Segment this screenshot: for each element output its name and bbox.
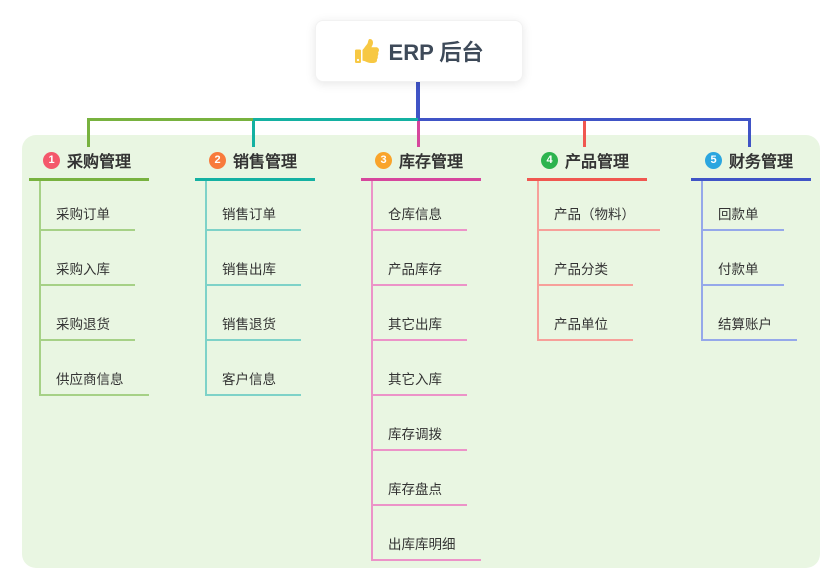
branch-label: 销售管理	[233, 154, 298, 171]
child-node-label: 回款单	[718, 207, 759, 222]
child-node[interactable]: 销售出库	[207, 231, 301, 286]
child-node[interactable]: 销售退货	[207, 286, 301, 341]
child-node-label: 销售订单	[222, 207, 276, 222]
child-node-label: 出库库明细	[388, 537, 456, 552]
branch-finance: 5 财务管理 回款单付款单结算账户	[691, 148, 821, 341]
badge-4: 4	[541, 151, 558, 169]
branch-title-inventory[interactable]: 3 库存管理	[361, 148, 481, 181]
child-node[interactable]: 采购订单	[41, 181, 135, 231]
root-connector-line	[416, 81, 420, 119]
child-node[interactable]: 产品单位	[539, 286, 633, 341]
child-node-label: 产品单位	[554, 317, 608, 332]
child-node-label: 销售退货	[222, 317, 276, 332]
child-node[interactable]: 采购入库	[41, 231, 135, 286]
child-node-label: 客户信息	[222, 372, 276, 387]
child-node[interactable]: 采购退货	[41, 286, 135, 341]
child-node-label: 库存盘点	[388, 482, 442, 497]
child-node-label: 供应商信息	[56, 372, 124, 387]
child-node[interactable]: 出库库明细	[373, 506, 481, 561]
connector-segment-teal	[253, 118, 418, 121]
branch-drop-line-3	[417, 118, 420, 147]
badge-1: 1	[43, 151, 60, 169]
child-node[interactable]: 其它入库	[373, 341, 467, 396]
badge-2: 2	[209, 151, 226, 169]
branch-children-product: 产品（物料） 产品分类产品单位	[537, 181, 660, 341]
branch-children-inventory: 仓库信息产品库存其它出库其它入库库存调拨库存盘点出库库明细	[371, 181, 491, 561]
branch-purchase: 1 采购管理 采购订单采购入库采购退货供应商信息	[29, 148, 159, 396]
child-node[interactable]: 产品（物料）	[539, 181, 660, 231]
branch-title-finance[interactable]: 5 财务管理	[691, 148, 811, 181]
child-node[interactable]: 付款单	[703, 231, 784, 286]
branch-title-purchase[interactable]: 1 采购管理	[29, 148, 149, 181]
child-node-label: 产品分类	[554, 262, 608, 277]
connector-segment-blue	[418, 118, 751, 121]
child-node-label: 仓库信息	[388, 207, 442, 222]
badge-5: 5	[705, 151, 722, 169]
branch-drop-line-4	[583, 118, 586, 147]
child-node[interactable]: 供应商信息	[41, 341, 149, 396]
root-label: ERP 后台	[388, 40, 484, 65]
branch-label: 采购管理	[67, 154, 132, 171]
child-node[interactable]: 其它出库	[373, 286, 467, 341]
branch-label: 库存管理	[399, 154, 464, 171]
branch-drop-line-1	[87, 118, 90, 147]
child-node-label: 产品（物料）	[554, 207, 635, 222]
child-node-label: 其它入库	[388, 372, 442, 387]
mindmap-panel	[22, 135, 820, 568]
branch-product: 4 产品管理 产品（物料） 产品分类产品单位	[527, 148, 660, 341]
child-node-label: 销售出库	[222, 262, 276, 277]
child-node[interactable]: 销售订单	[207, 181, 301, 231]
branch-sales: 2 销售管理 销售订单销售出库销售退货客户信息	[195, 148, 325, 396]
branch-children-purchase: 采购订单采购入库采购退货供应商信息	[39, 181, 159, 396]
branch-title-sales[interactable]: 2 销售管理	[195, 148, 315, 181]
child-node[interactable]: 库存盘点	[373, 451, 467, 506]
child-node-label: 产品库存	[388, 262, 442, 277]
child-node[interactable]: 仓库信息	[373, 181, 467, 231]
branch-label: 财务管理	[729, 154, 794, 171]
child-node-label: 付款单	[718, 262, 759, 277]
root-node[interactable]: ERP 后台	[315, 20, 523, 82]
child-node-label: 其它出库	[388, 317, 442, 332]
child-node[interactable]: 产品分类	[539, 231, 633, 286]
branch-children-finance: 回款单付款单结算账户	[701, 181, 821, 341]
child-node[interactable]: 产品库存	[373, 231, 467, 286]
branch-title-product[interactable]: 4 产品管理	[527, 148, 647, 181]
child-node[interactable]: 回款单	[703, 181, 784, 231]
child-node-label: 结算账户	[718, 317, 772, 332]
child-node[interactable]: 库存调拨	[373, 396, 467, 451]
child-node[interactable]: 客户信息	[207, 341, 301, 396]
branch-children-sales: 销售订单销售出库销售退货客户信息	[205, 181, 325, 396]
badge-3: 3	[375, 151, 392, 169]
child-node-label: 采购退货	[56, 317, 110, 332]
child-node-label: 库存调拨	[388, 427, 442, 442]
connector-segment-green	[87, 118, 253, 121]
thumbs-up-icon	[354, 39, 379, 63]
branch-drop-line-2	[252, 118, 255, 147]
branch-drop-line-5	[748, 118, 751, 147]
child-node-label: 采购订单	[56, 207, 110, 222]
branch-label: 产品管理	[565, 154, 630, 171]
child-node[interactable]: 结算账户	[703, 286, 797, 341]
child-node-label: 采购入库	[56, 262, 110, 277]
branch-inventory: 3 库存管理 仓库信息产品库存其它出库其它入库库存调拨库存盘点出库库明细	[361, 148, 491, 561]
